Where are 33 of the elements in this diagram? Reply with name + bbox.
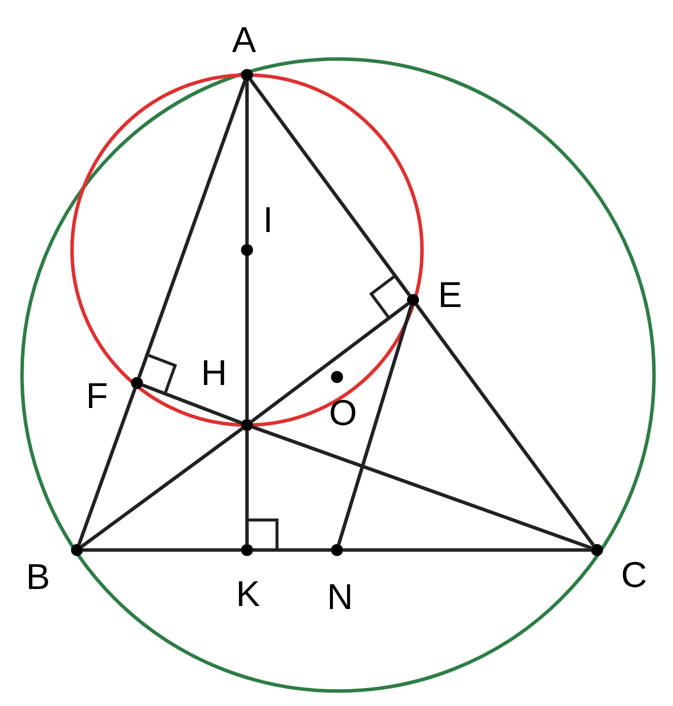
point-dot bbox=[241, 419, 253, 431]
line-segment bbox=[343, 548, 591, 552]
line-segment bbox=[252, 425, 592, 550]
point-label: C bbox=[621, 557, 647, 593]
point-label: A bbox=[232, 22, 256, 58]
line-segment bbox=[250, 302, 410, 423]
point-dot bbox=[241, 544, 253, 556]
line-segment bbox=[137, 80, 247, 378]
line-segment bbox=[83, 548, 241, 552]
line-segment bbox=[245, 256, 249, 419]
line-segment bbox=[253, 548, 331, 552]
line-segment bbox=[415, 304, 595, 546]
point-dot bbox=[331, 371, 343, 383]
point-dot bbox=[591, 544, 603, 556]
point-label: N bbox=[327, 579, 353, 615]
line-segment bbox=[245, 431, 249, 544]
line-segment bbox=[142, 384, 242, 424]
line-segment bbox=[245, 81, 249, 244]
point-dot bbox=[71, 544, 83, 556]
point-label: O bbox=[329, 395, 357, 431]
line-segment bbox=[80, 427, 244, 548]
point-label: F bbox=[86, 378, 108, 414]
line-segment bbox=[337, 305, 413, 545]
point-label: I bbox=[263, 202, 273, 238]
point-label: B bbox=[26, 559, 50, 595]
point-label: H bbox=[201, 355, 227, 391]
point-label: E bbox=[438, 277, 462, 313]
point-dot bbox=[331, 544, 343, 556]
point-dot bbox=[131, 377, 143, 389]
line-segment bbox=[77, 388, 137, 545]
point-dot bbox=[241, 69, 253, 81]
point-dot bbox=[241, 244, 253, 256]
point-label: K bbox=[236, 576, 260, 612]
